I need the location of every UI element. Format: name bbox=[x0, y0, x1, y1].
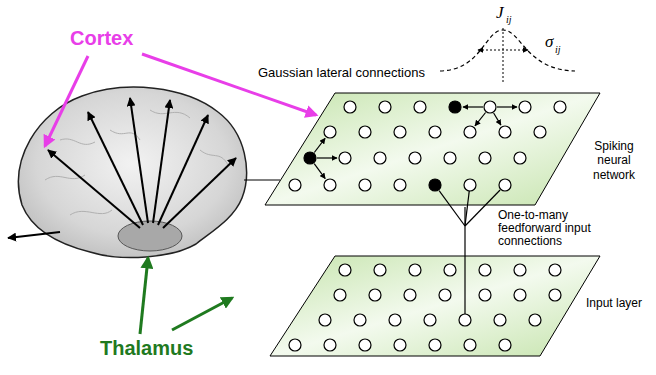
input-neurons bbox=[289, 264, 561, 351]
text-holder: Input layer bbox=[578, 296, 650, 310]
text-holder: ij bbox=[506, 15, 512, 25]
text-holder: One-to-many feedforward input connection… bbox=[498, 209, 604, 248]
symbol-subscript: ij bbox=[555, 45, 561, 55]
region-label: Cortex bbox=[70, 28, 133, 48]
plane-polygon bbox=[270, 256, 600, 356]
connection-label: Gaussian lateral connections bbox=[258, 66, 425, 79]
region-label: Thalamus bbox=[100, 338, 193, 358]
connector-label: One-to-many feedforward input connection… bbox=[498, 209, 604, 248]
text-holder: ij bbox=[555, 45, 561, 55]
text-holder: Gaussian lateral connections bbox=[258, 66, 425, 79]
text-holder: Cortex bbox=[70, 28, 133, 48]
lateral-arrows bbox=[314, 107, 517, 179]
gaussian-profile bbox=[440, 28, 575, 82]
symbol-subscript: ij bbox=[506, 15, 512, 25]
projection-arrows bbox=[8, 98, 236, 238]
cortex-texture bbox=[45, 110, 228, 215]
feedforward-connector bbox=[464, 207, 465, 256]
spiking-neurons bbox=[289, 101, 566, 191]
weight-symbol: J bbox=[496, 4, 504, 21]
layer-label: Spiking neural network bbox=[576, 139, 652, 182]
thalamus-pointer-arrows bbox=[140, 258, 232, 334]
feedforward-branches bbox=[439, 190, 500, 314]
text-holder: J bbox=[496, 4, 504, 21]
plane-polygon bbox=[265, 93, 600, 205]
text-holder: σ bbox=[545, 33, 553, 50]
cortex-link-line bbox=[244, 180, 280, 181]
thalamus-shape bbox=[118, 221, 182, 251]
text-holder: Thalamus bbox=[100, 338, 193, 358]
text-holder: Spiking neural network bbox=[576, 139, 652, 182]
width-symbol: σ bbox=[545, 33, 553, 50]
layer-label: Input layer bbox=[578, 296, 650, 310]
